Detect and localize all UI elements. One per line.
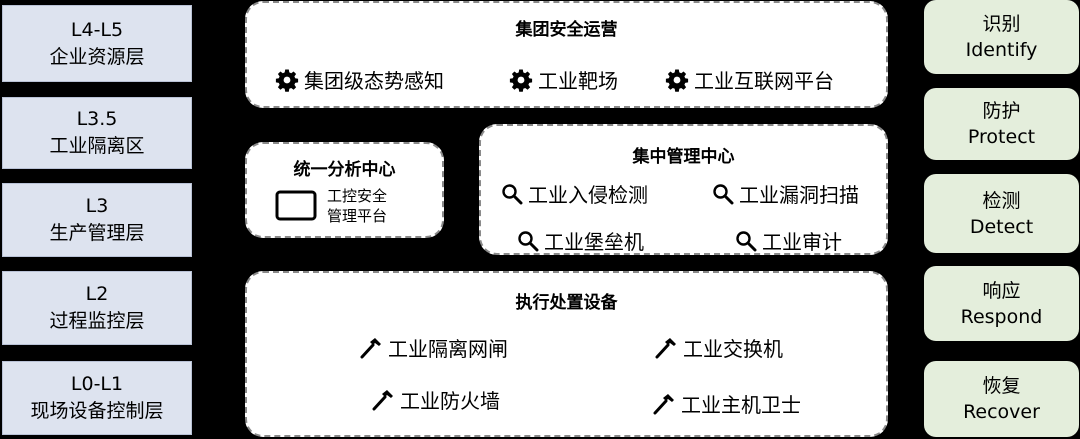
function-cn: 检测 — [982, 189, 1021, 212]
mgmt-item: 工业漏洞扫描 — [712, 179, 859, 208]
item-label: 工业防火墙 — [400, 389, 500, 413]
analysis-center-panel: 统一分析中心 工控安全 管理平台 — [245, 142, 444, 238]
layer-level: L4-L5 — [70, 18, 124, 41]
exec-item: 工业交换机 — [654, 333, 783, 362]
layer-box-l2: L2 过程监控层 — [2, 271, 192, 345]
item-label: 工业隔离网闸 — [388, 337, 508, 361]
hammer-icon — [372, 389, 393, 410]
platform-label-line1: 工控安全 — [327, 187, 388, 205]
magnifier-icon — [502, 183, 523, 204]
item-label: 工业互联网平台 — [694, 69, 834, 93]
layer-box-l4-l5: L4-L5 企业资源层 — [2, 5, 192, 82]
item-label: 工业堡垒机 — [544, 230, 644, 254]
function-box-detect: 检测 Detect — [924, 174, 1079, 253]
function-en: Detect — [969, 215, 1034, 238]
layer-name: 工业隔离区 — [49, 135, 145, 157]
mgmt-item: 工业堡垒机 — [517, 226, 644, 255]
layer-level: L3 — [85, 195, 109, 217]
gear-icon — [665, 69, 689, 92]
hammer-icon — [653, 393, 674, 414]
management-center-panel: 集中管理中心 工业入侵检测 工业漏洞扫描 工业堡垒机 工业审计 — [479, 124, 888, 255]
exec-item: 工业隔离网闸 — [359, 333, 508, 362]
execution-devices-panel: 执行处置设备 工业隔离网闸 工业交换机 工业防火墙 工业主机卫士 — [245, 271, 888, 437]
mgmt-item: 工业入侵检测 — [501, 179, 648, 208]
item-label: 工业靶场 — [538, 69, 618, 93]
panel-title: 执行处置设备 — [515, 293, 618, 313]
magnifier-icon — [713, 183, 734, 204]
layer-name: 企业资源层 — [49, 45, 145, 68]
group-operations-panel: 集团安全运营 集团级态势感知 工业靶场 工业互联网平台 — [245, 1, 888, 108]
item-label: 工业交换机 — [683, 337, 783, 361]
function-cn: 防护 — [982, 100, 1021, 122]
item-label: 工业审计 — [762, 230, 842, 254]
group-ops-item: 工业互联网平台 — [665, 65, 834, 94]
monitor-icon — [275, 190, 317, 221]
magnifier-icon — [518, 230, 539, 251]
function-en: Recover — [963, 401, 1040, 423]
function-box-identify: 识别 Identify — [924, 0, 1079, 74]
function-box-respond: 响应 Respond — [924, 266, 1079, 341]
group-ops-item: 工业靶场 — [509, 65, 618, 94]
function-cn: 恢复 — [982, 375, 1021, 397]
layer-name: 生产管理层 — [49, 222, 145, 244]
function-box-recover: 恢复 Recover — [924, 361, 1079, 437]
item-label: 工业入侵检测 — [528, 183, 648, 207]
platform-label-line2: 管理平台 — [327, 207, 388, 225]
function-cn: 响应 — [982, 279, 1021, 302]
function-cn: 识别 — [982, 13, 1021, 35]
function-box-protect: 防护 Protect — [924, 88, 1079, 160]
layer-level: L0-L1 — [70, 373, 124, 395]
item-label: 工业主机卫士 — [681, 393, 801, 417]
layer-box-l3: L3 生产管理层 — [2, 183, 192, 257]
item-label: 工业漏洞扫描 — [739, 183, 859, 207]
hammer-icon — [360, 337, 381, 358]
layer-level: L2 — [85, 283, 109, 305]
layer-name: 过程监控层 — [49, 310, 145, 332]
layer-box-l3-5: L3.5 工业隔离区 — [2, 97, 192, 169]
item-label: 集团级态势感知 — [304, 69, 444, 93]
analysis-platform: 工控安全 管理平台 — [275, 186, 387, 226]
layer-name: 现场设备控制层 — [30, 400, 164, 422]
hammer-icon — [655, 337, 676, 358]
exec-item: 工业防火墙 — [371, 385, 500, 414]
exec-item: 工业主机卫士 — [652, 389, 801, 418]
function-en: Protect — [967, 126, 1036, 148]
gear-icon — [509, 69, 533, 92]
panel-title: 统一分析中心 — [293, 160, 396, 180]
mgmt-item: 工业审计 — [735, 226, 842, 255]
magnifier-icon — [736, 230, 757, 251]
function-en: Identify — [965, 39, 1038, 61]
function-en: Respond — [960, 305, 1043, 328]
gear-icon — [275, 69, 299, 92]
layer-level: L3.5 — [76, 108, 118, 130]
group-ops-item: 集团级态势感知 — [275, 65, 444, 94]
layer-box-l0-l1: L0-L1 现场设备控制层 — [2, 361, 192, 435]
panel-title: 集团安全运营 — [515, 20, 618, 40]
panel-title: 集中管理中心 — [632, 147, 735, 167]
